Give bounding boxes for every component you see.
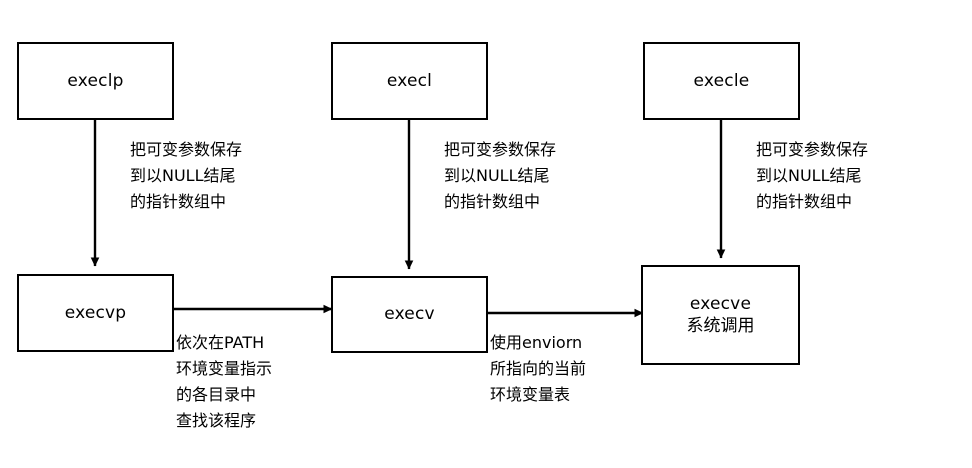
node-execv[interactable]: execv (331, 276, 488, 353)
annotation-line: 到以NULL结尾 (756, 166, 862, 185)
annotation-execlp-to-execvp: 把可变参数保存 到以NULL结尾 的指针数组中 (130, 137, 242, 215)
node-execle[interactable]: execle (643, 42, 800, 120)
node-execle-label: execle (693, 70, 750, 91)
node-execl-label: execl (386, 70, 433, 91)
node-execl[interactable]: execl (331, 42, 488, 120)
annotation-line: 把可变参数保存 (130, 140, 243, 159)
node-execvp[interactable]: execvp (17, 274, 174, 352)
annotation-line: 的指针数组中 (756, 192, 853, 211)
annotation-line: 查找该程序 (176, 411, 257, 430)
annotation-execle-to-execve: 把可变参数保存 到以NULL结尾 的指针数组中 (756, 137, 868, 215)
node-execv-label: execv (384, 304, 435, 324)
node-execlp-label: execlp (67, 70, 124, 91)
annotation-line: 环境变量指示 (176, 359, 273, 378)
annotation-line: 到以NULL结尾 (444, 166, 550, 185)
node-execve[interactable]: execve 系统调用 (641, 265, 800, 365)
annotation-line: 使用enviorn (490, 333, 583, 352)
node-execve-sublabel: 系统调用 (686, 315, 755, 336)
annotation-line: 到以NULL结尾 (130, 166, 236, 185)
node-execlp[interactable]: execlp (17, 42, 174, 120)
annotation-line: 的各目录中 (176, 385, 257, 404)
annotation-line: 把可变参数保存 (444, 140, 557, 159)
annotation-line: 把可变参数保存 (756, 140, 869, 159)
annotation-execvp-to-execv: 依次在PATH 环境变量指示 的各目录中 查找该程序 (176, 330, 272, 434)
node-execve-label: execve (689, 293, 752, 314)
annotation-line: 的指针数组中 (130, 192, 227, 211)
annotation-line: 所指向的当前 (490, 359, 587, 378)
annotation-line: 环境变量表 (490, 385, 571, 404)
annotation-line: 的指针数组中 (444, 192, 541, 211)
annotation-execv-to-execve: 使用enviorn 所指向的当前 环境变量表 (490, 330, 586, 408)
node-execvp-label: execvp (64, 302, 127, 323)
annotation-execl-to-execv: 把可变参数保存 到以NULL结尾 的指针数组中 (444, 137, 556, 215)
annotation-line: 依次在PATH (176, 333, 265, 352)
